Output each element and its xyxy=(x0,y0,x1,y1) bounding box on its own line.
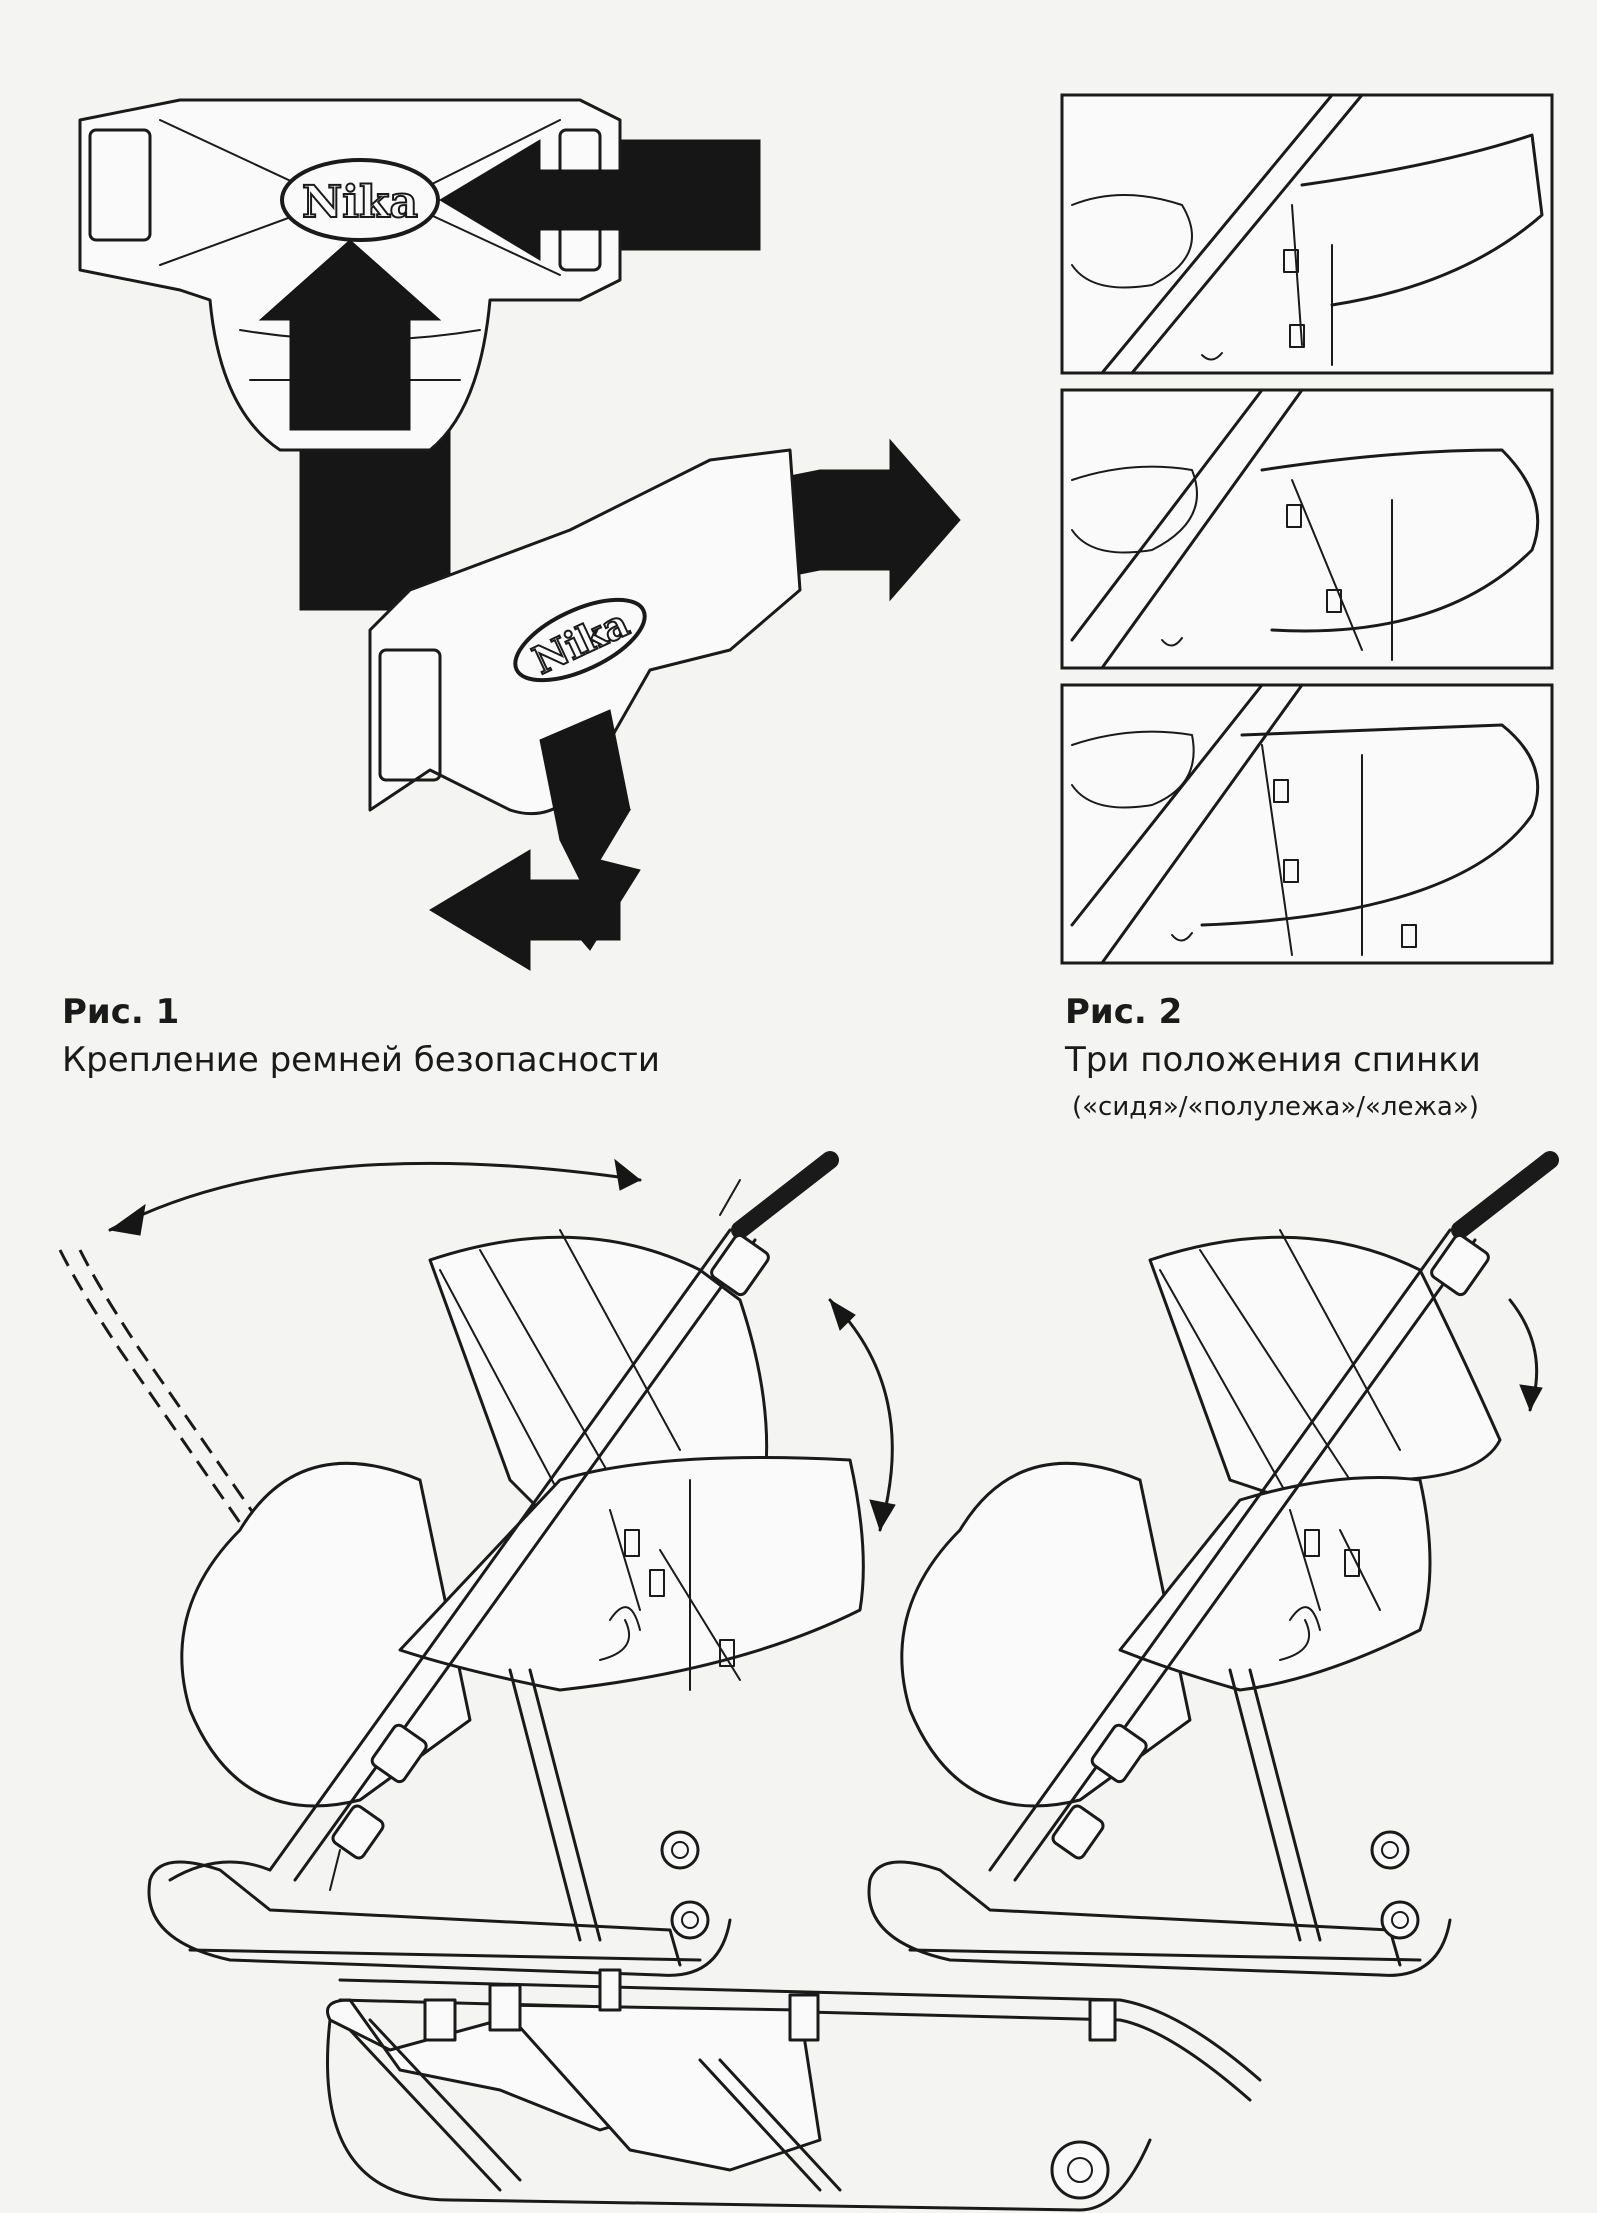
fig1-caption: Крепление ремней безопасности xyxy=(62,1040,660,1080)
fig1-label: Рис. 1 xyxy=(62,992,180,1032)
backrest-position-panel-2 xyxy=(1060,388,1554,670)
arrow-icon xyxy=(819,438,961,602)
arrow-icon xyxy=(439,139,661,261)
backrest-position-panel-3 xyxy=(1060,683,1554,965)
arrow-icon xyxy=(429,849,621,971)
folded-sled-illustration xyxy=(326,1968,1262,2212)
fig2-label: Рис. 2 xyxy=(1065,992,1183,1032)
buckle-logo: Nika xyxy=(302,177,418,228)
buckle-open-illustration: Nika xyxy=(368,438,961,971)
buckle-logo-oval xyxy=(280,158,440,242)
fig2-caption: Три положения спинки xyxy=(1065,1040,1481,1080)
backrest-position-panel-1 xyxy=(1060,93,1554,375)
buckle-closed-illustration: Nika xyxy=(78,98,761,611)
sled-stroller-icon xyxy=(58,1151,896,1977)
fig2-positions: («сидя»/«полулежа»/«лежа») xyxy=(1072,1092,1479,1122)
sled-stroller-icon xyxy=(867,1151,1559,1977)
strap-bottom xyxy=(299,419,451,611)
arrow-icon xyxy=(258,239,442,431)
